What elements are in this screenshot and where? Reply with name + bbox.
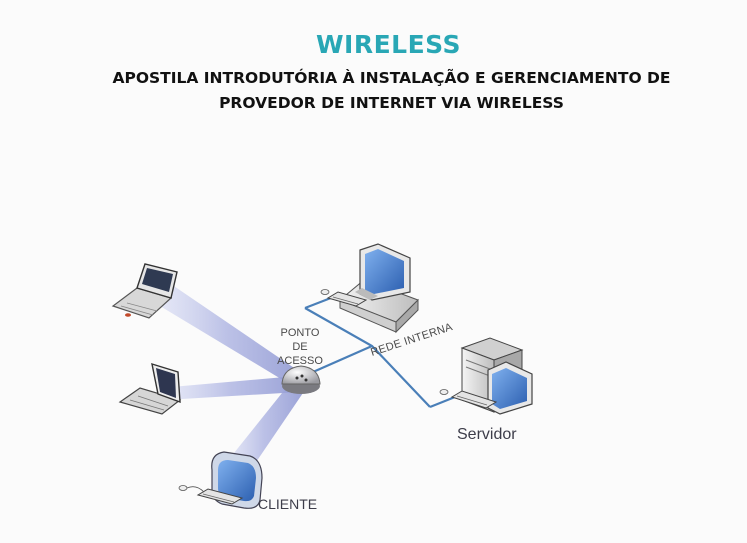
wireless-beam-laptop-middle — [160, 376, 300, 400]
cable-backbone — [304, 307, 431, 408]
network-label: REDE INTERNA — [369, 321, 454, 359]
access-point-label-line-3: ACESSO — [277, 355, 323, 367]
server-icon — [439, 337, 533, 415]
page-title: WIRELESS — [315, 30, 462, 59]
wireless-beam-client — [222, 383, 305, 474]
laptop-middle-icon — [118, 362, 182, 415]
access-point-icon — [281, 365, 321, 394]
page-subtitle: APOSTILA INTRODUTÓRIA À INSTALAÇÃO E GER… — [0, 66, 747, 116]
client-computer-icon — [178, 451, 263, 509]
subtitle-line-2: PROVEDOR DE INTERNET VIA WIRELESS — [219, 94, 564, 112]
workstation-icon — [320, 243, 419, 334]
server-label: Servidor — [457, 426, 517, 443]
laptop-top-icon — [111, 263, 178, 319]
wireless-beam-laptop-top — [150, 280, 303, 388]
cable-access-point — [312, 344, 373, 374]
cable-server — [429, 395, 456, 409]
access-point-label-line-1: PONTO — [281, 327, 320, 339]
client-label: CLIENTE — [258, 496, 317, 512]
access-point-label-line-2: DE — [292, 341, 307, 353]
subtitle-line-1: APOSTILA INTRODUTÓRIA À INSTALAÇÃO E GER… — [112, 69, 671, 87]
wireless-beams — [150, 280, 305, 474]
